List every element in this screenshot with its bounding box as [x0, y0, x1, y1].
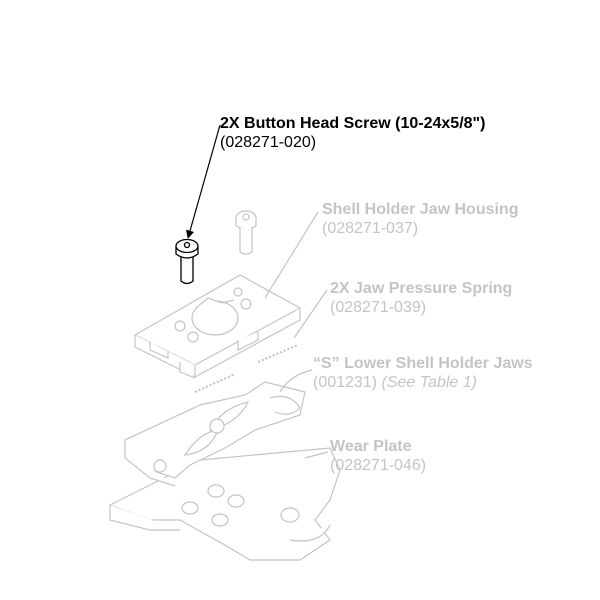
callout-part-number: (028271-020)	[220, 134, 317, 151]
callout-name: 2X Jaw Pressure Spring	[330, 280, 513, 297]
rear-screw-drawing	[235, 210, 257, 255]
leader-button-head-screw	[186, 124, 221, 239]
wear-plate-drawing	[108, 447, 600, 600]
callout-name: Wear Plate	[330, 438, 412, 455]
callout-part-number: (001231)	[313, 374, 378, 391]
callout-name: 2X Button Head Screw (10-24x5/8")	[220, 115, 486, 132]
callout-jaw-housing: Shell Holder Jaw Housing (028271-037)	[322, 200, 518, 238]
shell-holder-jaw-housing-drawing	[133, 274, 302, 379]
callout-part-number: (028271-046)	[330, 457, 427, 474]
leader-lines	[186, 124, 329, 459]
callout-wear-plate: Wear Plate (028271-046)	[330, 437, 426, 475]
lower-shell-holder-jaws-drawing	[124, 381, 306, 487]
leader-wear-plate	[304, 451, 329, 459]
callout-button-head-screw: 2X Button Head Screw (10-24x5/8") (02827…	[220, 114, 485, 152]
leader-jaw-pressure-spring	[293, 289, 328, 339]
callout-name: “S” Lower Shell Holder Jaws	[313, 355, 533, 372]
callout-name: Shell Holder Jaw Housing	[322, 201, 519, 218]
callout-jaw-pressure-spring: 2X Jaw Pressure Spring (028271-039)	[330, 279, 512, 317]
jaw-pressure-springs-drawing	[194, 343, 299, 394]
leader-lower-jaws	[279, 369, 313, 393]
callout-note: (See Table 1)	[381, 374, 477, 391]
callout-lower-jaws: “S” Lower Shell Holder Jaws (001231) (Se…	[313, 354, 533, 392]
leader-jaw-housing	[264, 211, 319, 299]
callout-part-number: (028271-037)	[322, 220, 419, 237]
button-head-screw-drawing	[175, 238, 199, 285]
callout-part-number: (028271-039)	[330, 299, 427, 316]
